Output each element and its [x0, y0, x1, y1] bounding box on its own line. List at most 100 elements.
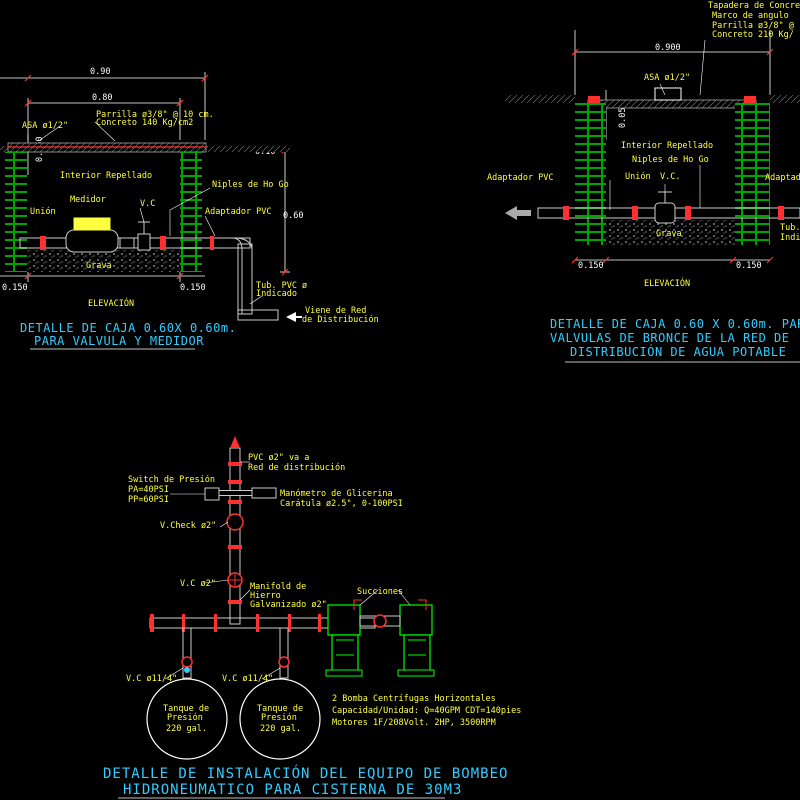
label-grava: Grava — [86, 261, 112, 271]
label-interior: Interior Repellado — [60, 171, 152, 181]
pump-1 — [325, 604, 363, 677]
dim-150-2-right: 0.150 — [736, 261, 762, 271]
check-valve — [226, 513, 244, 531]
label-viene-2: de Distribución — [302, 314, 379, 325]
pump-2 — [397, 604, 435, 677]
dim-080: 0.80 — [92, 93, 112, 103]
label-vc2: V.C ø2" — [180, 579, 216, 589]
pvc-pipe-down — [212, 237, 253, 315]
label-union-2: Unión — [625, 171, 651, 182]
detalle-caja-medidor: 0.90 0.80 0.60 0.10 0.050 0.150 0.150 — [0, 67, 379, 350]
pipe-main — [19, 237, 251, 249]
dim-090: 0.90 — [90, 67, 110, 77]
title-caja-medidor-2: PARA VALVULA Y MEDIDOR — [34, 334, 204, 348]
ground-hatch-left — [0, 146, 10, 152]
label-switch-title: Switch de Presión — [128, 474, 215, 485]
dim-150-2-left: 0.150 — [578, 261, 604, 271]
dim-150-right: 0.150 — [180, 283, 206, 293]
label-tank2-3: 220 gal. — [260, 724, 301, 734]
title-bombeo-1: DETALLE DE INSTALACIÓN DEL EQUIPO DE BOM… — [103, 764, 508, 782]
label-manifold-3: Galvanizado ø2" — [250, 600, 327, 610]
label-manifold-1: Manifold de — [250, 582, 306, 592]
label-vcheck: V.Check ø2" — [160, 521, 216, 531]
label-interior-2: Interior Repellado — [621, 141, 713, 151]
label-tub-1: Tub. PVC ø — [256, 281, 307, 291]
label-tub-2-2: Indic — [780, 233, 800, 243]
title-bombeo-2: HIDRONEUMATICO PARA CISTERNA DE 30M3 — [123, 782, 462, 798]
flow-arrow-2-icon — [505, 206, 517, 220]
detalle-caja-valvulas: Tapadera de Concreto Marco de angulo Par… — [487, 1, 800, 363]
label-adaptador-2-left: Adaptador PVC — [487, 173, 554, 183]
wall-2-left — [575, 103, 606, 245]
dim-060: 0.60 — [283, 211, 303, 221]
up-arrow-icon — [230, 436, 240, 448]
label-bomba-1: 2 Bomba Centrífugas Horizontales — [332, 694, 496, 704]
label-tank2-1: Tanque de — [257, 704, 303, 714]
label-asa-2: ASA ø1/2" — [644, 73, 690, 83]
pressure-gauge — [251, 487, 277, 499]
label-manifold-2: Hierro — [250, 591, 281, 601]
valve-tank-1 — [181, 656, 193, 668]
label-medidor: Medidor — [70, 195, 106, 205]
ground-hatch-2-right — [770, 95, 800, 103]
label-adaptador: Adaptador PVC — [205, 207, 272, 217]
label-adaptador-2-right: Adaptad — [765, 173, 800, 183]
pressure-tank-2 — [239, 678, 321, 760]
label-tub-2: Indicado — [256, 289, 297, 299]
label-manometro-2: Carátula ø2.5", 0-100PSI — [280, 499, 403, 509]
valve-vc-2 — [654, 202, 676, 224]
label-elevacion-2: ELEVACIÓN — [644, 277, 690, 289]
meter-top — [73, 217, 111, 231]
gravel-bed — [27, 250, 180, 272]
label-tank2-2: Presión — [261, 712, 297, 723]
valve-vc — [137, 233, 151, 251]
label-vc-left: V.C ø11/4" — [126, 674, 177, 684]
dimension-lines — [0, 72, 290, 282]
wall-right — [180, 152, 202, 272]
label-bomba-3: Motores 1F/208Volt. 2HP, 3500RPM — [332, 718, 496, 728]
label-marco: Marco de angulo — [712, 11, 789, 21]
valve-tank-2 — [278, 656, 290, 668]
wall-2-right — [735, 103, 770, 245]
gravel-bed-2 — [606, 220, 735, 245]
label-tub-2-1: Tub. — [780, 223, 800, 233]
dim-150-left: 0.150 — [2, 283, 28, 293]
label-vc-2: V.C. — [660, 172, 680, 182]
label-vc: V.C — [140, 199, 155, 209]
label-succiones: Succiones — [357, 587, 403, 597]
label-asa: ASA ø1/2" — [22, 121, 68, 131]
label-niples: Niples de Ho Go — [212, 180, 289, 190]
pressure-tank-1 — [146, 678, 228, 760]
title-caja-valvulas-3: DISTRIBUCIÓN DE AGUA POTABLE — [570, 344, 786, 359]
label-tank1-3: 220 gal. — [166, 724, 207, 734]
label-tapadera: Tapadera de Concreto — [708, 1, 800, 11]
label-parrilla: Parrilla ø3/8" @ 10 cm. — [96, 110, 214, 120]
label-tank1-2: Presión — [167, 712, 203, 723]
label-switch-pp: PP=60PSI — [128, 495, 169, 505]
suction-valve — [373, 614, 387, 628]
title-caja-valvulas-2: VALVULAS DE BRONCE DE LA RED DE — [550, 331, 789, 345]
wall-left — [5, 152, 27, 272]
detalle-bombeo: PVC ø2" va a Red de distribución Switch … — [103, 436, 521, 799]
label-vc-mid: V.C ø11/4" — [222, 674, 273, 684]
title-caja-valvulas-1: DETALLE DE CAJA 0.60 X 0.60m. PARA — [550, 317, 800, 331]
concrete-lid-2 — [587, 99, 757, 109]
label-bomba-2: Capacidad/Unidad: Q=40GPM CDT=140pies — [332, 706, 521, 716]
label-union: Unión — [30, 206, 56, 217]
dim-050-2: 0.050 — [618, 102, 628, 128]
label-pvc-1: PVC ø2" va a — [248, 453, 309, 463]
riser-pipe — [229, 447, 241, 625]
label-tank1-1: Tanque de — [163, 704, 209, 714]
pressure-switch — [204, 487, 220, 501]
label-grava-2: Grava — [656, 229, 682, 239]
title-caja-medidor-1: DETALLE DE CAJA 0.60X 0.60m. — [20, 321, 236, 335]
label-parrilla-2: Parrilla ø3/8" @ — [712, 21, 794, 31]
ground-hatch-right — [205, 146, 290, 152]
label-concreto: Concreto 140 Kg/cm2 — [96, 118, 193, 128]
label-niples-2: Niples de Ho Go — [632, 155, 709, 165]
label-switch-pa: PA=40PSI — [128, 485, 169, 495]
ground-hatch-2-left — [505, 95, 575, 103]
flow-arrow-icon — [286, 312, 296, 322]
label-manometro-1: Manómetro de Glicerina — [280, 488, 393, 499]
